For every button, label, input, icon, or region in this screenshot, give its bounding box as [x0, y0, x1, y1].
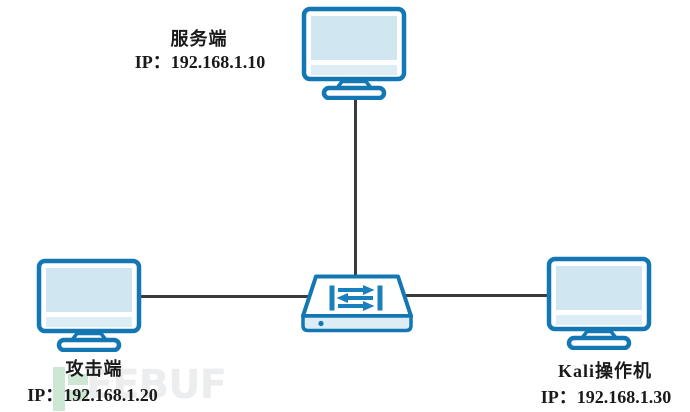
- switch-led-dot: [318, 320, 324, 327]
- switch-arrowheads: [336, 285, 375, 311]
- watermark-text: EEBUF: [86, 362, 227, 408]
- connection-server-switch: [354, 88, 357, 284]
- server-node-ip: IP：192.168.1.10: [134, 52, 266, 72]
- freebuf-logo-arm-top: [68, 374, 88, 385]
- connection-kali-switch: [402, 294, 548, 297]
- server-node-label: 服务端: [170, 29, 228, 49]
- kali-node-ip: IP：192.168.1.30: [540, 387, 672, 407]
- monitor-icon-server: [301, 6, 407, 100]
- switch-arrows-glyph: [329, 285, 383, 311]
- kali-node-label: Kali操作机: [557, 361, 652, 381]
- attacker-node-ip: IP：192.168.1.20: [27, 385, 158, 405]
- monitor-icon-kali: [546, 256, 652, 350]
- connection-attacker-switch: [138, 295, 312, 298]
- switch-front-face: [301, 314, 413, 333]
- monitor-icon-attacker: [36, 258, 142, 352]
- freebuf-logo-bar: [53, 367, 65, 411]
- attacker-node-label: 攻击端: [65, 359, 123, 379]
- network-switch-icon: [301, 274, 413, 333]
- freebuf-logo-arm-bottom: [68, 390, 88, 401]
